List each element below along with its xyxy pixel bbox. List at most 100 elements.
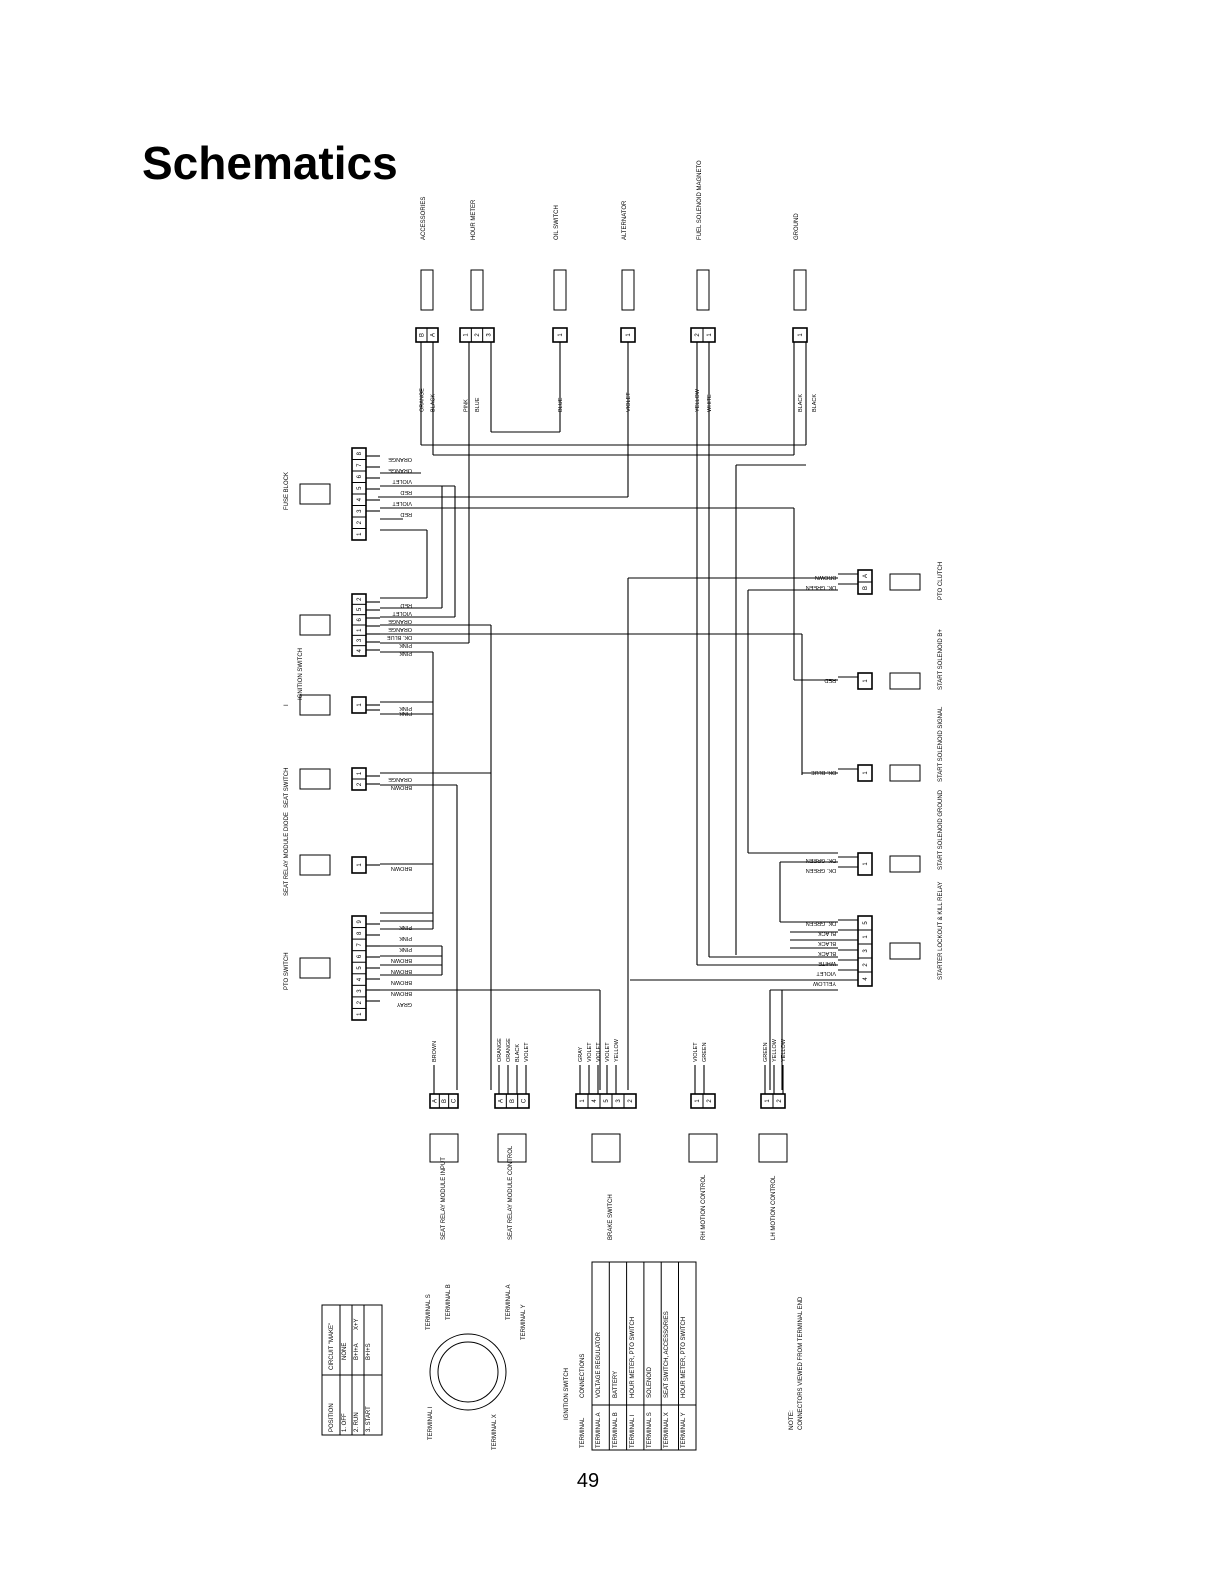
component-symbol: [299, 614, 331, 636]
wire-color-label: WHITE: [707, 394, 713, 412]
pin-number: 2: [695, 333, 701, 337]
wire-color-label: DK. BLUE: [811, 769, 836, 775]
wire-color-label: VIOLET: [626, 392, 632, 412]
pin-number: 2: [777, 1099, 783, 1103]
circuit-table-header: POSITION: [329, 1403, 335, 1432]
wire-color-label: BROWN: [391, 968, 412, 974]
pin-number: B: [442, 1099, 448, 1103]
component-symbol: [470, 269, 484, 311]
pin-number: 1: [357, 1012, 363, 1016]
connector-box: [857, 764, 873, 782]
component-symbol: [889, 855, 921, 873]
wire-color-label: VIOLET: [392, 610, 412, 616]
bottom-component-label: SEAT RELAY MODULE INPUT: [441, 1157, 447, 1240]
pin-number: 1: [464, 333, 470, 337]
right-component-label: PTO CLUTCH: [938, 562, 944, 600]
pin-number: 1: [580, 1099, 586, 1103]
pin-number: 1: [357, 628, 363, 632]
wire-color-label: BLACK: [431, 394, 437, 412]
wire-color-label: DK. GREEN: [806, 584, 836, 590]
pin-number: 4: [592, 1099, 598, 1103]
pin-number: 6: [357, 618, 363, 622]
ignition-table-cell: TERMINAL S: [647, 1412, 653, 1448]
bottom-component-label: LH MOTION CONTROL: [771, 1175, 777, 1240]
note-text: CONNECTORS VIEWED FROM TERMINAL END: [798, 1296, 804, 1430]
connector-box: [351, 856, 367, 874]
wire-color-label: YELLOW: [812, 980, 836, 986]
wires-layer: [366, 342, 858, 1094]
wire-color-label: VIOLET: [392, 500, 412, 506]
wire-color-label: PINK: [399, 650, 412, 656]
pin-number: 7: [357, 943, 363, 947]
left-component-label: SEAT RELAY MODULE DIODE: [284, 812, 290, 896]
ignition-table-cell: HOUR METER, PTO SWITCH: [630, 1317, 636, 1398]
wire-color-label: ORANGE: [420, 388, 426, 412]
bottom-component-label: RH MOTION CONTROL: [701, 1174, 707, 1240]
ignition-table-header: CONNECTIONS: [580, 1354, 586, 1398]
wire-color-label: ORANGE: [506, 1038, 512, 1062]
left-connector: 21: [351, 767, 367, 791]
connector-box: [620, 327, 636, 343]
top-connector: 1: [792, 327, 808, 343]
pin-number: 3: [357, 509, 363, 513]
pin-number: 1: [357, 771, 363, 775]
top-component-label: HOUR METER: [471, 199, 477, 240]
ignition-table-cell: TERMINAL I: [630, 1414, 636, 1448]
wire-color-label: DK. GREEN: [806, 920, 836, 926]
pin-number: 1: [798, 333, 804, 337]
pin-number: 5: [863, 921, 869, 925]
pin-number: 5: [604, 1099, 610, 1103]
pin-number: C: [521, 1098, 527, 1103]
pin-number: 5: [357, 486, 363, 490]
wire-color-label: RED: [824, 677, 836, 683]
wire-color-label: VIOLET: [596, 1042, 602, 1062]
wire-color-label: ORANGE: [388, 626, 412, 632]
left-connector: 1: [351, 856, 367, 874]
ignition-terminal-label: TERMINAL Y: [521, 1304, 527, 1340]
left-component-label: PTO SWITCH: [284, 952, 290, 990]
wire-color-label: PINK: [399, 924, 412, 930]
wire-color-label: GRAY: [396, 1001, 412, 1007]
page-number: 49: [576, 1470, 600, 1492]
ignition-table-title: IGNITION SWITCH: [564, 1368, 570, 1420]
pin-number: B: [510, 1099, 516, 1103]
wire-color-label: ORANGE: [388, 467, 412, 473]
circuit-table-cell: 3. START: [366, 1406, 372, 1432]
ignition-terminal-label: TERMINAL B: [446, 1284, 452, 1320]
wire-color-label: BROWN: [815, 574, 836, 580]
top-component-label: ACCESSORIES: [421, 197, 427, 240]
component-symbol: [889, 942, 921, 960]
wire-color-label: PINK: [399, 710, 412, 716]
wire-color-label: VIOLET: [392, 478, 412, 484]
right-connector: 1: [857, 764, 873, 782]
component-symbol: [758, 1133, 788, 1163]
right-connector: 1: [857, 672, 873, 690]
wire-color-label: PINK: [399, 705, 412, 711]
component-symbol: [889, 573, 921, 591]
wire-color-label: YELLOW: [772, 1038, 778, 1062]
ignition-table-cell: BATTERY: [613, 1371, 619, 1398]
right-connector: BA: [857, 569, 873, 595]
ignition-table-header: TERMINAL: [580, 1417, 586, 1448]
pin-number: 6: [357, 474, 363, 478]
pin-number: 3: [486, 333, 492, 337]
component-symbol: [429, 1133, 459, 1163]
wire-color-label: BLACK: [818, 950, 836, 956]
component-symbol: [688, 1133, 718, 1163]
ignition-table-cell: SOLENOID: [647, 1366, 653, 1398]
wire-color-label: PINK: [399, 935, 412, 941]
pin-number: 1: [863, 679, 869, 683]
ignition-terminal-label: TERMINAL A: [506, 1285, 512, 1320]
component-symbol: [553, 269, 567, 311]
component-symbol: [591, 1133, 621, 1163]
ignition-terminal-label: TERMINAL X: [492, 1414, 498, 1450]
component-symbol: [497, 1133, 527, 1163]
right-component-label: STARTER LOCKOUT & KILL RELAY: [938, 882, 944, 980]
connector-box: [552, 327, 568, 343]
